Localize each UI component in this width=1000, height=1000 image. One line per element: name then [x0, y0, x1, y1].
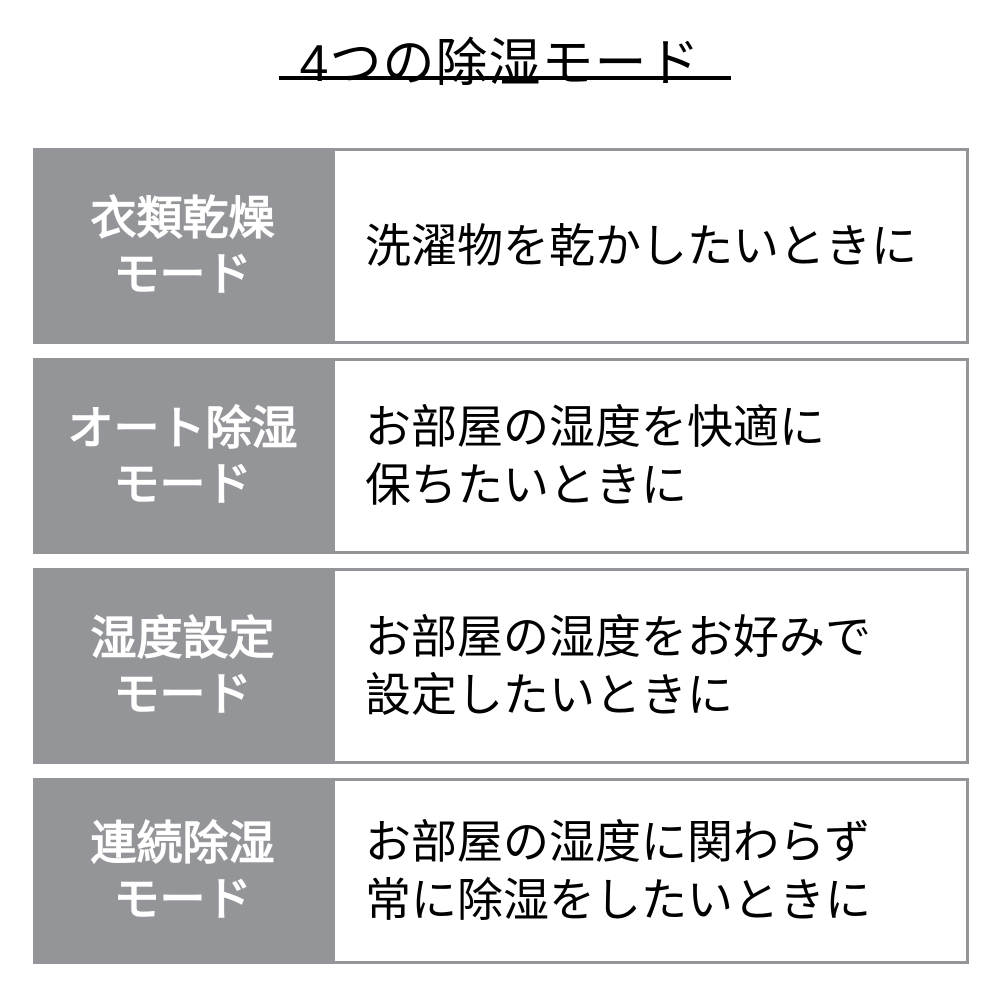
mode-label-cell-auto-dehumidify: オート除湿 モード — [33, 358, 332, 554]
mode-description-cell-auto-dehumidify: お部屋の湿度を快適に 保ちたいときに — [332, 358, 969, 554]
mode-description-cell-clothes-drying: 洗濯物を乾かしたいときに — [332, 148, 969, 344]
mode-label-text: オート除湿 モード — [67, 402, 298, 510]
mode-label-cell-clothes-drying: 衣類乾燥 モード — [33, 148, 332, 344]
mode-description-text: お部屋の湿度に関わらず 常に除湿をしたいときに — [365, 816, 871, 926]
mode-label-text: 連続除湿 モード — [90, 817, 275, 925]
mode-description-text: お部屋の湿度を快適に 保ちたいときに — [365, 401, 825, 511]
mode-table: 衣類乾燥 モード 洗濯物を乾かしたいときに オート除湿 モード お部屋の湿度を快… — [33, 148, 969, 964]
mode-description-text: 洗濯物を乾かしたいときに — [365, 220, 917, 272]
page-title: 4つの除湿モード — [0, 34, 1000, 94]
mode-description-cell-humidity-setting: お部屋の湿度をお好みで 設定したいときに — [332, 568, 969, 764]
mode-label-text: 湿度設定 モード — [90, 612, 275, 720]
table-row: オート除湿 モード お部屋の湿度を快適に 保ちたいときに — [33, 358, 969, 554]
table-row: 湿度設定 モード お部屋の湿度をお好みで 設定したいときに — [33, 568, 969, 764]
mode-description-cell-continuous-dehumidify: お部屋の湿度に関わらず 常に除湿をしたいときに — [332, 778, 969, 964]
mode-label-cell-humidity-setting: 湿度設定 モード — [33, 568, 332, 764]
table-row: 連続除湿 モード お部屋の湿度に関わらず 常に除湿をしたいときに — [33, 778, 969, 964]
title-underline-rule — [279, 76, 731, 80]
mode-description-text: お部屋の湿度をお好みで 設定したいときに — [365, 611, 871, 721]
page-title-text: 4つの除湿モード — [299, 35, 701, 93]
mode-label-cell-continuous-dehumidify: 連続除湿 モード — [33, 778, 332, 964]
table-row: 衣類乾燥 モード 洗濯物を乾かしたいときに — [33, 148, 969, 344]
mode-label-text: 衣類乾燥 モード — [90, 192, 275, 300]
